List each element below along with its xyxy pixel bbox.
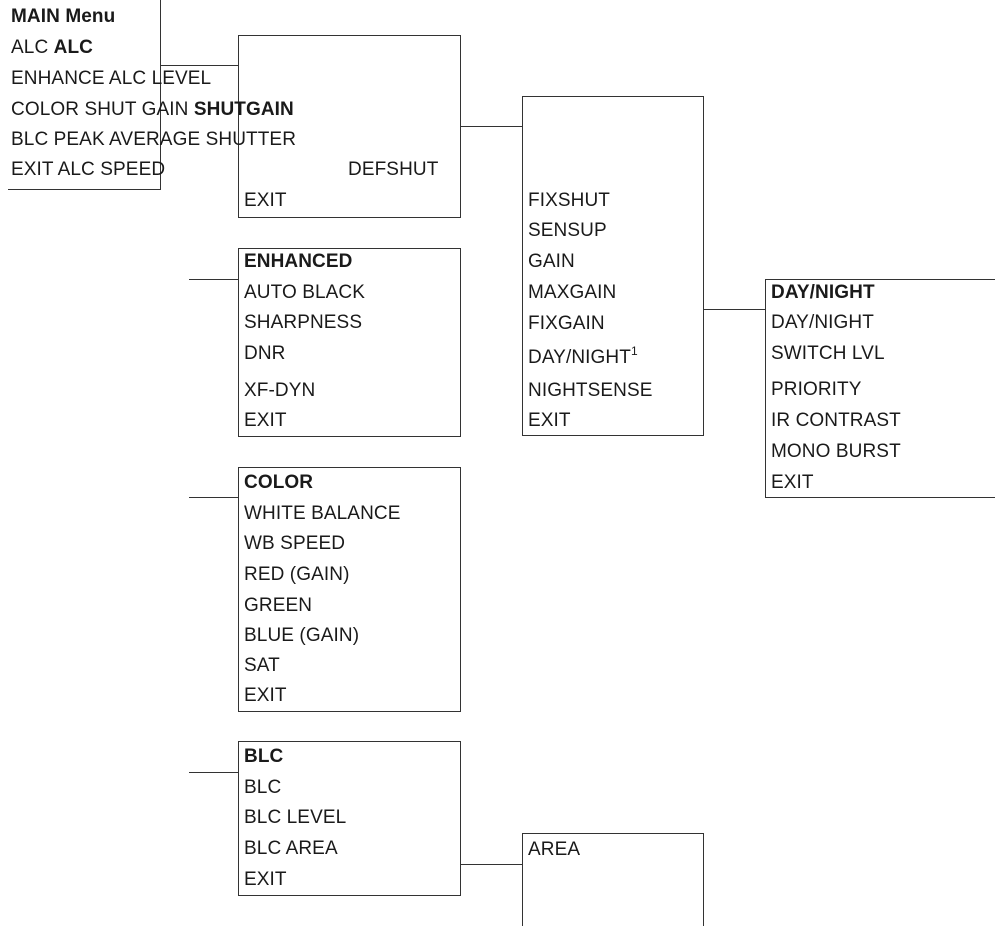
footnote-marker: 1 xyxy=(630,344,638,358)
area-box-right-border xyxy=(703,833,704,926)
area-box-top-border xyxy=(522,833,704,834)
main-menu-row-2[interactable]: ENHANCE ALC LEVEL xyxy=(11,68,212,89)
color-item-blue-gain[interactable]: BLUE (GAIN) xyxy=(244,625,360,646)
blc-item-blc-level[interactable]: BLC LEVEL xyxy=(244,807,347,828)
shutgain-daynight-label: DAY/NIGHT xyxy=(528,347,631,368)
main-menu-row-3-b: SHUTGAIN xyxy=(193,99,294,120)
daynight-item-exit[interactable]: EXIT xyxy=(771,472,814,493)
main-menu-bottom-border xyxy=(8,189,161,190)
main-menu-row-3[interactable]: COLOR SHUT GAIN SHUTGAIN xyxy=(11,99,294,121)
color-item-exit[interactable]: EXIT xyxy=(244,685,287,706)
daynight-title: DAY/NIGHT xyxy=(771,282,875,303)
area-box-left-border xyxy=(522,833,523,926)
daynight-item-ir-contrast[interactable]: IR CONTRAST xyxy=(771,410,901,431)
connector-alc-to-shutgain xyxy=(460,126,523,127)
color-item-wb-speed[interactable]: WB SPEED xyxy=(244,533,346,554)
color-title: COLOR xyxy=(244,472,314,493)
daynight-box-top-border xyxy=(765,279,995,280)
shutgain-item-daynight[interactable]: DAY/NIGHT1 xyxy=(528,344,638,369)
daynight-box-bottom-border xyxy=(765,497,995,498)
main-menu-row-3-a: COLOR SHUT GAIN xyxy=(11,99,189,120)
main-menu-title: MAIN Menu xyxy=(11,6,116,27)
connector-color xyxy=(189,497,239,498)
shutgain-item-nightsense[interactable]: NIGHTSENSE xyxy=(528,380,653,401)
shutgain-item-fixshut[interactable]: FIXSHUT xyxy=(528,190,610,211)
area-item[interactable]: AREA xyxy=(528,839,581,860)
blc-item-exit[interactable]: EXIT xyxy=(244,869,287,890)
shutgain-item-sensup[interactable]: SENSUP xyxy=(528,220,607,241)
main-menu-row-4[interactable]: BLC PEAK AVERAGE SHUTTER xyxy=(11,129,297,150)
main-menu-row-5[interactable]: EXIT ALC SPEED xyxy=(11,159,166,180)
daynight-item-priority[interactable]: PRIORITY xyxy=(771,379,862,400)
shutgain-item-fixgain[interactable]: FIXGAIN xyxy=(528,313,605,334)
blc-item-blc[interactable]: BLC xyxy=(244,777,282,798)
connector-shutgain-to-daynight xyxy=(703,309,766,310)
enhanced-item-xf-dyn[interactable]: XF-DYN xyxy=(244,380,316,401)
connector-blc xyxy=(189,772,239,773)
main-menu-row-1-a: ALC xyxy=(11,37,49,58)
enhanced-item-exit[interactable]: EXIT xyxy=(244,410,287,431)
color-item-green[interactable]: GREEN xyxy=(244,595,313,616)
daynight-item-daynight[interactable]: DAY/NIGHT xyxy=(771,312,874,333)
main-menu-right-border xyxy=(160,0,161,190)
color-item-sat[interactable]: SAT xyxy=(244,655,280,676)
blc-item-blc-area[interactable]: BLC AREA xyxy=(244,838,338,859)
enhanced-title: ENHANCED xyxy=(244,251,353,272)
color-item-white-balance[interactable]: WHITE BALANCE xyxy=(244,503,401,524)
alc-defshut-item[interactable]: DEFSHUT xyxy=(348,159,439,180)
enhanced-item-sharpness[interactable]: SHARPNESS xyxy=(244,312,363,333)
enhanced-item-auto-black[interactable]: AUTO BLACK xyxy=(244,282,366,303)
blc-box xyxy=(238,741,461,896)
main-menu-row-1[interactable]: ALC ALC xyxy=(11,37,93,59)
shutgain-item-maxgain[interactable]: MAXGAIN xyxy=(528,282,617,303)
connector-main-to-alc xyxy=(160,65,239,66)
alc-exit-item[interactable]: EXIT xyxy=(244,190,287,211)
enhanced-box xyxy=(238,248,461,437)
color-item-red-gain[interactable]: RED (GAIN) xyxy=(244,564,350,585)
enhanced-item-dnr[interactable]: DNR xyxy=(244,343,286,364)
daynight-item-mono-burst[interactable]: MONO BURST xyxy=(771,441,901,462)
blc-title: BLC xyxy=(244,746,284,767)
daynight-item-switch-lvl[interactable]: SWITCH LVL xyxy=(771,343,885,364)
shutgain-item-exit[interactable]: EXIT xyxy=(528,410,571,431)
daynight-box-left-border xyxy=(765,279,766,498)
shutgain-box xyxy=(522,96,704,436)
connector-blc-to-area xyxy=(460,864,523,865)
shutgain-item-gain[interactable]: GAIN xyxy=(528,251,575,272)
connector-enhanced xyxy=(189,279,239,280)
main-menu-row-1-b: ALC xyxy=(53,37,94,58)
color-box xyxy=(238,467,461,712)
